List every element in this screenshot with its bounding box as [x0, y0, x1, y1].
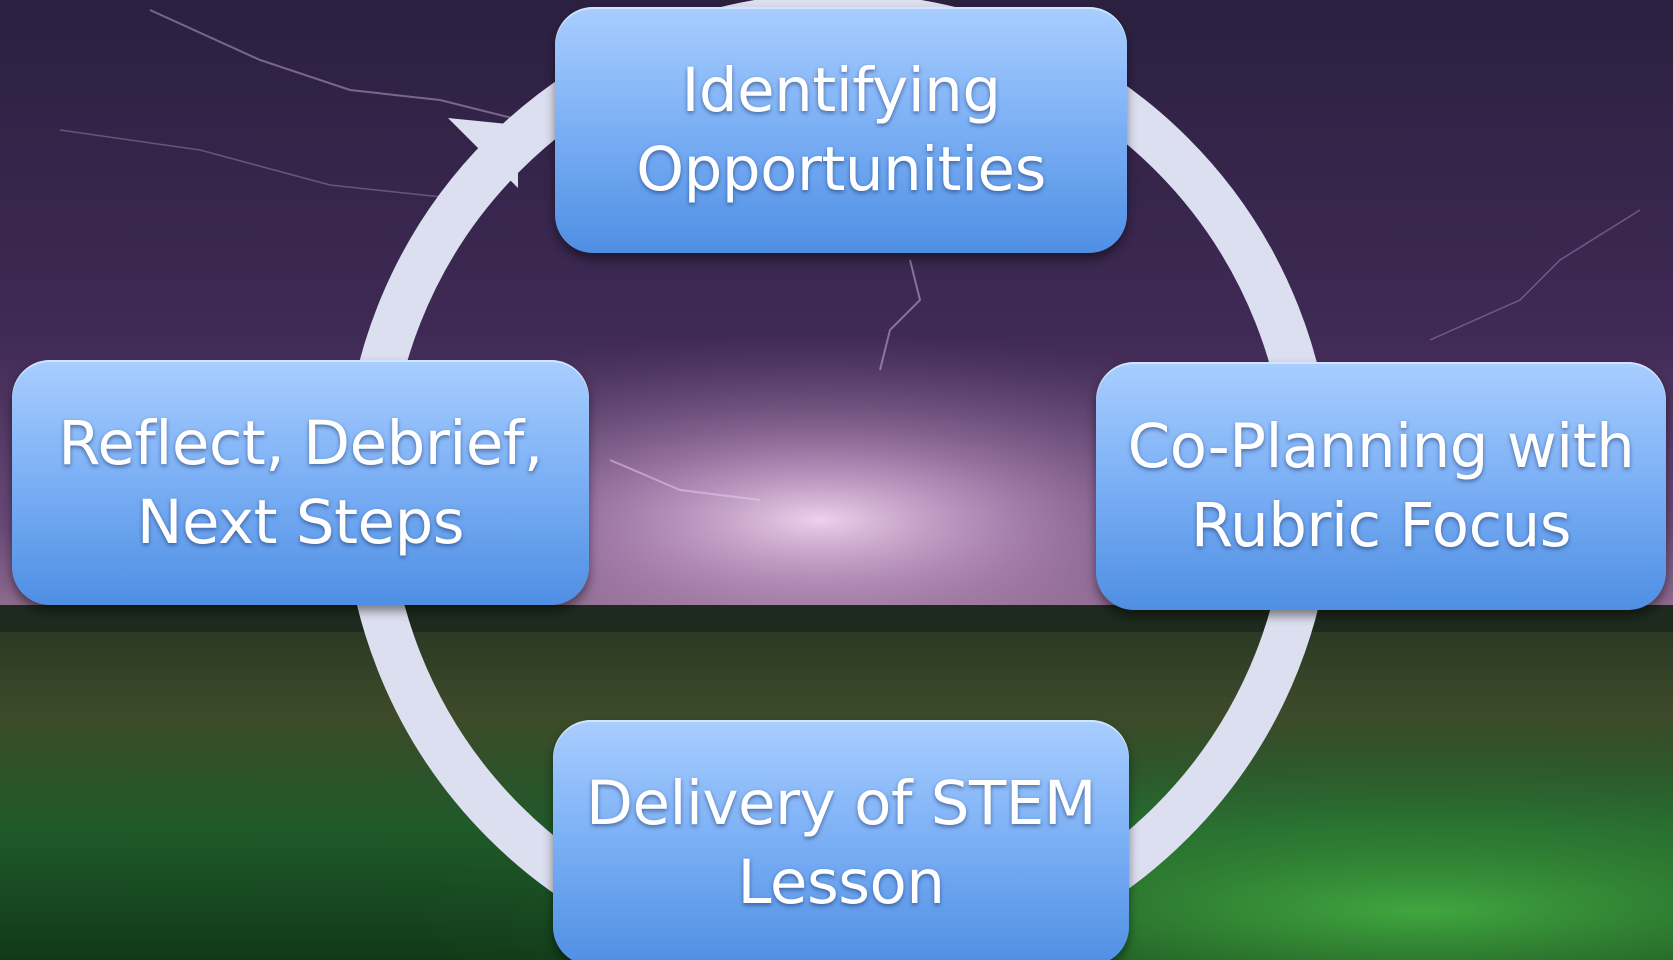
step-label: Reflect, Debrief, Next Steps [58, 407, 543, 558]
step-label: Co-Planning with Rubric Focus [1127, 411, 1635, 561]
step-label: Delivery of STEM Lesson [586, 767, 1096, 918]
step-co-planning: Co-Planning with Rubric Focus [1096, 362, 1666, 610]
step-delivery-of-stem-lesson: Delivery of STEM Lesson [553, 720, 1129, 960]
step-reflect-debrief: Reflect, Debrief, Next Steps [12, 360, 589, 605]
step-label: Identifying Opportunities [636, 55, 1046, 205]
cycle-arrowhead [448, 118, 518, 188]
step-identifying-opportunities: Identifying Opportunities [555, 7, 1127, 253]
